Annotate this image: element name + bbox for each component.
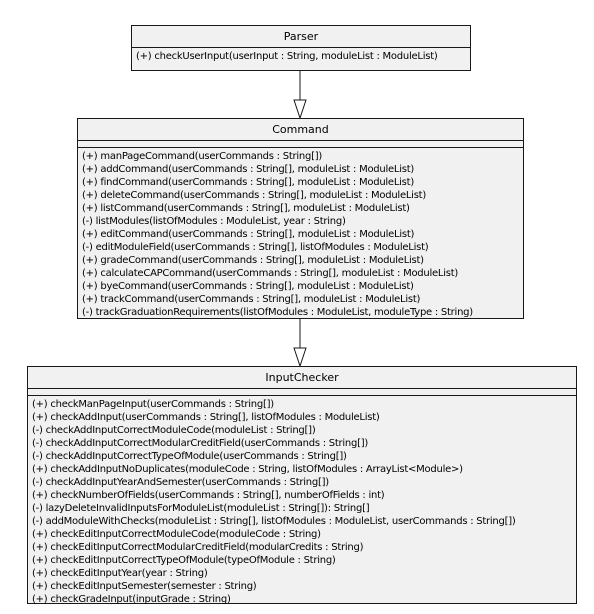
inputchecker-class-title: InputChecker <box>28 367 576 389</box>
method-row: (+) checkManPageInput(userCommands : Str… <box>32 399 274 410</box>
method-row: (+) findCommand(userCommands : String[],… <box>82 177 414 188</box>
method-row: (+) checkEditInputSemester(semester : St… <box>32 581 257 592</box>
method-row: (-) checkAddInputCorrectModularCreditFie… <box>32 438 369 449</box>
method-row: (-) lazyDeleteInvalidInputsForModuleList… <box>32 503 370 514</box>
method-row: (+) checkEditInputYear(year : String) <box>32 568 208 579</box>
parser-class-box[interactable]: Parser (+) checkUserInput(userInput : St… <box>131 25 471 71</box>
method-row: (+) checkAddInputNoDuplicates(moduleCode… <box>32 464 463 475</box>
method-row: (+) checkNumberOfFields(userCommands : S… <box>32 490 385 501</box>
method-row: (+) checkAddInput(userCommands : String[… <box>32 412 380 423</box>
parser-class-title: Parser <box>132 26 470 48</box>
arrow-command-to-inputchecker <box>293 318 307 368</box>
arrow-parser-to-command <box>293 70 307 120</box>
method-row: (+) calculateCAPCommand(userCommands : S… <box>82 268 459 279</box>
command-class-title: Command <box>78 119 523 141</box>
method-row: (+) manPageCommand(userCommands : String… <box>82 151 323 162</box>
method-row: (-) trackGraduationRequirements(listOfMo… <box>82 307 473 318</box>
method-row: (+) checkEditInputCorrectModularCreditFi… <box>32 542 364 553</box>
method-row: (-) checkAddInputCorrectTypeOfModule(use… <box>32 451 347 462</box>
method-row: (+) trackCommand(userCommands : String[]… <box>82 294 421 305</box>
method-row: (-) checkAddInputYearAndSemester(userCom… <box>32 477 329 488</box>
command-methods: (+) manPageCommand(userCommands : String… <box>78 148 523 319</box>
method-row: (+) listCommand(userCommands : String[],… <box>82 203 410 214</box>
method-row: (+) checkEditInputCorrectTypeOfModule(ty… <box>32 555 336 566</box>
method-row: (+) deleteCommand(userCommands : String[… <box>82 190 426 201</box>
method-row: (-) checkAddInputCorrectModuleCode(modul… <box>32 425 316 436</box>
method-row: (+) addCommand(userCommands : String[], … <box>82 164 415 175</box>
inputchecker-attributes-section <box>28 389 576 396</box>
method-row: (+) byeCommand(userCommands : String[], … <box>82 281 414 292</box>
method-row: (+) checkEditInputCorrectModuleCode(modu… <box>32 529 321 540</box>
parser-methods: (+) checkUserInput(userInput : String, m… <box>132 48 470 63</box>
inputchecker-methods: (+) checkManPageInput(userCommands : Str… <box>28 396 576 606</box>
method-row: (+) gradeCommand(userCommands : String[]… <box>82 255 424 266</box>
method-row: (+) checkGradeInput(inputGrade : String) <box>32 594 231 605</box>
method-row: (-) editModuleField(userCommands : Strin… <box>82 242 429 253</box>
method-row: (-) addModuleWithChecks(moduleList : Str… <box>32 516 516 527</box>
command-class-box[interactable]: Command (+) manPageCommand(userCommands … <box>77 118 524 319</box>
inputchecker-class-box[interactable]: InputChecker (+) checkManPageInput(userC… <box>27 366 577 606</box>
method-row: (+) editCommand(userCommands : String[],… <box>82 229 415 240</box>
command-attributes-section <box>78 141 523 148</box>
method-row: (-) listModules(listOfModules : ModuleLi… <box>82 216 346 227</box>
method-row: (+) checkUserInput(userInput : String, m… <box>136 51 438 62</box>
